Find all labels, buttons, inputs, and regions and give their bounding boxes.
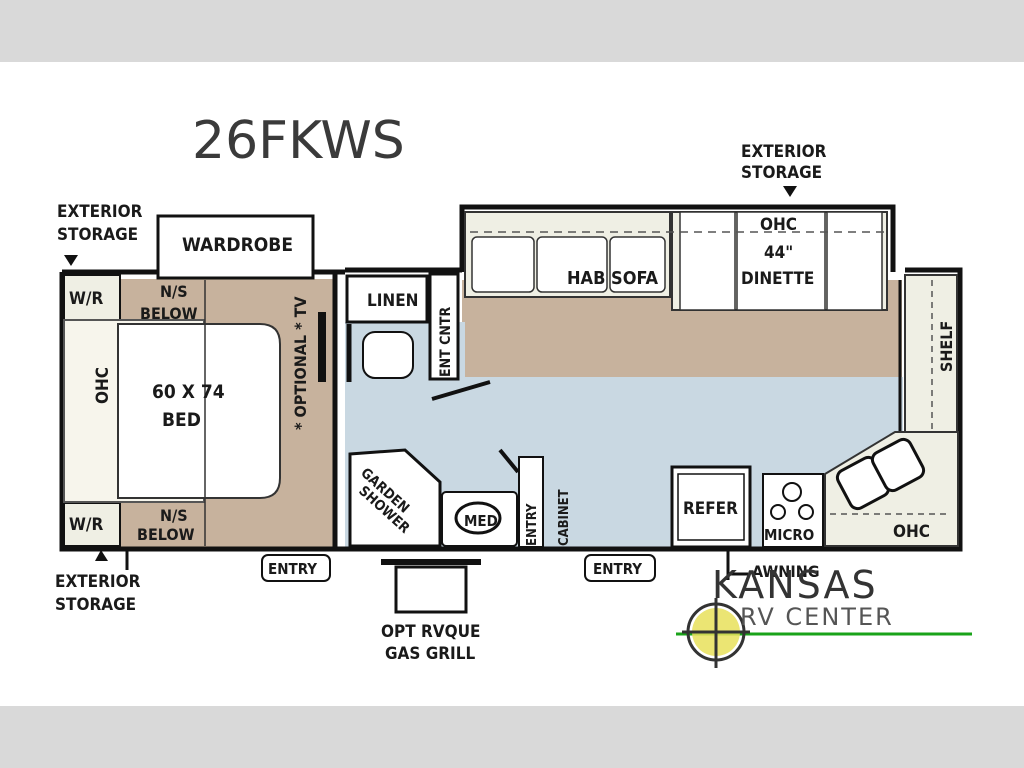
wr-top-label: W/R — [69, 289, 103, 309]
exterior-storage-left-1: EXTERIOR — [57, 202, 143, 222]
ent-cntr-cabinet — [428, 272, 460, 381]
exterior-storage-top-2: STORAGE — [741, 163, 822, 183]
awning-label: AWNING — [752, 562, 820, 581]
logo-sub: RV CENTER — [740, 603, 894, 631]
entry-cabinet-box — [518, 456, 544, 548]
outer-walls — [59, 204, 963, 552]
entry-doors — [261, 554, 656, 582]
kansas-rv-center-logo: KANSAS RV CENTER — [676, 563, 972, 668]
wardrobe-label: WARDROBE — [182, 234, 293, 256]
gas-grill-label-1: OPT RVQUE — [381, 622, 480, 642]
dinette — [671, 211, 888, 311]
toilet — [362, 331, 414, 379]
ent-cntr-label: ENT CNTR — [438, 307, 454, 377]
optional-tv-label: * OPTIONAL * TV — [291, 296, 310, 430]
entry-cabinet-label-1: ENTRY — [525, 503, 540, 546]
awning-marker — [726, 550, 748, 580]
dinette-label: DINETTE — [741, 269, 814, 289]
med-label: MED — [464, 512, 498, 530]
ns-below-bottom-2: BELOW — [137, 525, 195, 544]
shower-pan — [348, 448, 442, 548]
kitchen-sink — [835, 437, 926, 511]
exterior-storage-bottom-1: EXTERIOR — [55, 572, 141, 592]
linen-label: LINEN — [367, 291, 418, 311]
entry-right-label: ENTRY — [593, 560, 642, 578]
dinette-size-label: 44" — [764, 243, 793, 263]
refrigerator-door — [677, 473, 745, 541]
model-title: 26FKWS — [192, 111, 405, 171]
floorplan-diagram: 26FKWS — [55, 111, 972, 668]
bed-frame — [63, 280, 281, 546]
exterior-storage-markers — [64, 186, 797, 561]
range-cooktop — [762, 473, 824, 548]
hab-sofa-label: HAB SOFA — [567, 268, 658, 289]
ns-below-top-1: N/S — [160, 282, 188, 301]
wardrobe-box — [156, 214, 315, 280]
ohc-dinette-label: OHC — [760, 215, 797, 235]
floorplan-canvas: 26FKWS — [0, 62, 1024, 706]
linen-cabinet — [345, 274, 429, 324]
refrigerator — [670, 465, 752, 549]
logo-name: KANSAS — [712, 563, 878, 607]
entry-cabinet-label-2: CABINET — [557, 489, 572, 546]
ohc-bed-label: OHC — [93, 367, 113, 404]
ohc-kitchen-label: OHC — [893, 522, 930, 542]
exterior-storage-left-2: STORAGE — [57, 225, 138, 245]
bed-label: BED — [162, 409, 201, 431]
sink-bowl — [454, 501, 502, 535]
tv-mount — [318, 312, 326, 382]
exterior-storage-top-1: EXTERIOR — [741, 142, 827, 162]
ns-below-bottom-1: N/S — [160, 506, 188, 525]
shelf-label: SHELF — [937, 321, 956, 372]
exterior-storage-bottom-2: STORAGE — [55, 595, 136, 615]
wr-bottom-label: W/R — [69, 515, 103, 535]
gas-grill-label-2: GAS GRILL — [385, 644, 475, 664]
hab-sofa — [464, 211, 671, 298]
wr-cabinets — [63, 274, 121, 547]
gas-grill-shape — [381, 559, 481, 614]
bed-size-label: 60 X 74 — [152, 381, 225, 403]
entry-door-swing — [498, 448, 520, 474]
refer-label: REFER — [683, 499, 738, 519]
micro-label: MICRO — [764, 526, 814, 544]
entry-left-label: ENTRY — [268, 560, 317, 578]
bath-door-swing — [431, 380, 491, 401]
ns-below-top-2: BELOW — [140, 304, 198, 323]
